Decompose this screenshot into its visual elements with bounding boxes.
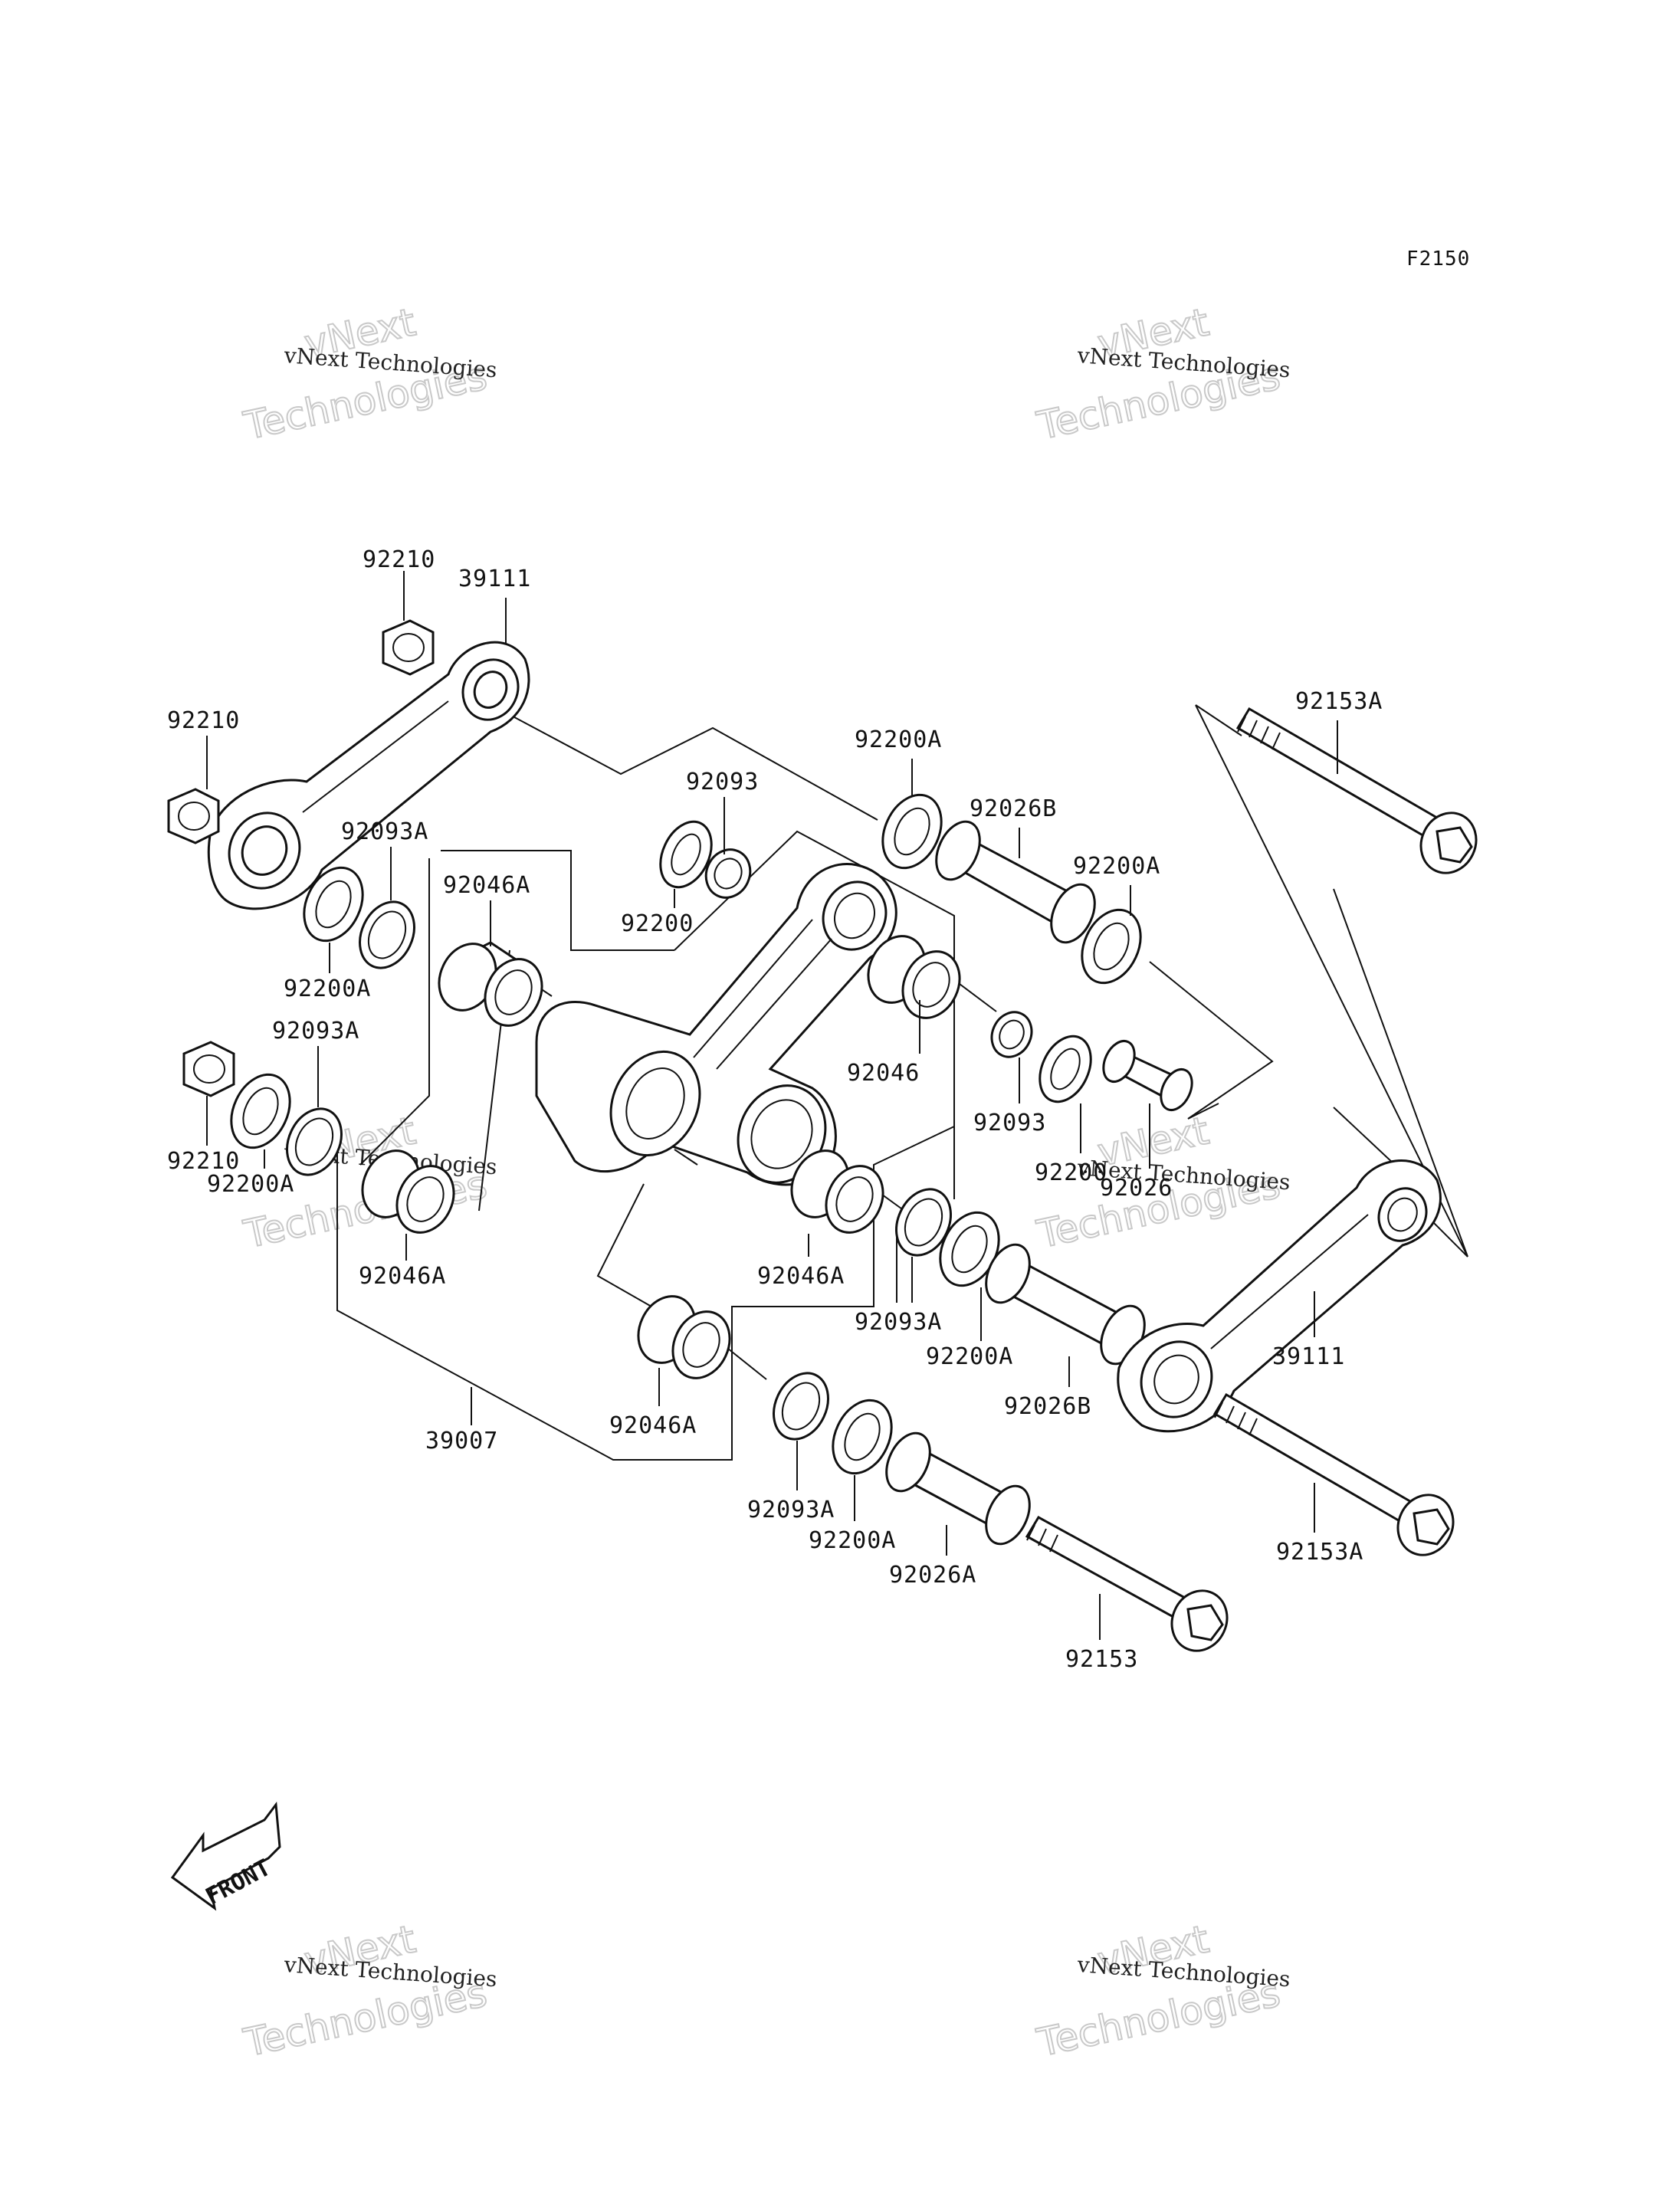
washer-92200A-top-mid	[881, 793, 943, 870]
link-rod-top	[207, 641, 530, 910]
washer-92200A-bottom	[832, 1399, 893, 1475]
label-92153A-top: 92153A	[1295, 688, 1383, 715]
bearing-92046A-mid	[790, 1149, 884, 1234]
watermark-top-right: vNext Technologies vNext Technologies	[1032, 299, 1291, 449]
label-92026B-top: 92026B	[970, 795, 1057, 822]
label-92026B-mid: 92026B	[1004, 1393, 1091, 1420]
label-92093A-left: 92093A	[272, 1018, 359, 1044]
label-92093A-bottom: 92093A	[747, 1497, 835, 1523]
collar-92026B-top	[935, 820, 1096, 944]
seal-92093A-left	[286, 1107, 343, 1176]
label-92046A-top: 92046A	[443, 872, 530, 899]
label-92046A-mid: 92046A	[757, 1263, 845, 1290]
nut-left	[167, 788, 220, 844]
label-92046A-left: 92046A	[359, 1263, 446, 1290]
label-92200A-left-bottom: 92200A	[207, 1171, 294, 1198]
bearing-92046A-top	[438, 941, 543, 1027]
bearing-92046A-left	[361, 1149, 455, 1234]
seal-92093A-bottom	[773, 1372, 829, 1441]
label-92026: 92026	[1100, 1175, 1173, 1202]
bolt-92153A-bottom	[1212, 1392, 1455, 1556]
collar-92026A	[885, 1431, 1031, 1546]
figure-code: F2150	[1406, 248, 1470, 271]
label-39111-right: 39111	[1272, 1343, 1345, 1370]
label-92153A-bottom: 92153A	[1276, 1539, 1363, 1566]
bearing-92046	[867, 935, 961, 1019]
front-arrow-icon: FRONT	[170, 1801, 281, 1911]
label-92210-top: 92210	[363, 546, 435, 573]
label-92046: 92046	[847, 1060, 920, 1087]
washer-92200A-left-bottom	[230, 1073, 291, 1149]
label-39111-top: 39111	[458, 566, 531, 592]
part-labels: 92210 39111 92210 92093A 92046A 92200A 9…	[167, 546, 1383, 1673]
washer-92200A-left-top	[303, 866, 364, 943]
label-92093A-mid: 92093A	[855, 1309, 942, 1336]
watermark-top-left: vNext Technologies vNext Technologies	[239, 299, 498, 449]
label-92200-top: 92200	[621, 910, 694, 937]
seal-92093-top	[704, 848, 752, 899]
label-92200A-bottom: 92200A	[809, 1527, 896, 1554]
bolt-92153A-top	[1235, 707, 1478, 874]
washer-92200A-right	[1081, 908, 1142, 985]
label-92093-top: 92093	[686, 769, 759, 795]
seal-92093A-top	[359, 900, 415, 969]
label-92026A: 92026A	[889, 1562, 976, 1589]
washer-92200-right	[1039, 1035, 1092, 1103]
seal-92093-right	[990, 1011, 1033, 1058]
label-92200A-mid: 92200A	[926, 1343, 1013, 1370]
rocker-arm-39007	[535, 863, 897, 1186]
label-92093A-top: 92093A	[341, 818, 428, 845]
label-92200A-top-mid: 92200A	[855, 726, 942, 753]
watermark-bottom-right: vNext Technologies vNext Technologies	[1032, 1916, 1291, 2066]
label-92093-right: 92093	[973, 1110, 1046, 1136]
label-92046A-bottom: 92046A	[609, 1412, 697, 1439]
label-92200-right: 92200	[1035, 1159, 1107, 1186]
label-92210-bottom: 92210	[167, 1148, 240, 1175]
bolt-92153	[1025, 1515, 1229, 1652]
nut-bottom	[182, 1041, 235, 1097]
washer-92200-top	[659, 820, 713, 889]
label-92200A-right: 92200A	[1073, 853, 1160, 880]
link-rod-right	[1117, 1159, 1442, 1433]
nut-top	[382, 619, 435, 676]
label-39007: 39007	[425, 1428, 498, 1454]
leader-lines	[206, 571, 1338, 1640]
label-92200A-left-top: 92200A	[284, 976, 371, 1002]
bearing-92046A-bottom	[637, 1295, 731, 1379]
label-92210-left: 92210	[167, 707, 240, 734]
collar-92026	[1102, 1040, 1193, 1111]
watermark-bottom-left: vNext Technologies vNext Technologies	[239, 1916, 498, 2066]
label-92153: 92153	[1065, 1646, 1138, 1673]
